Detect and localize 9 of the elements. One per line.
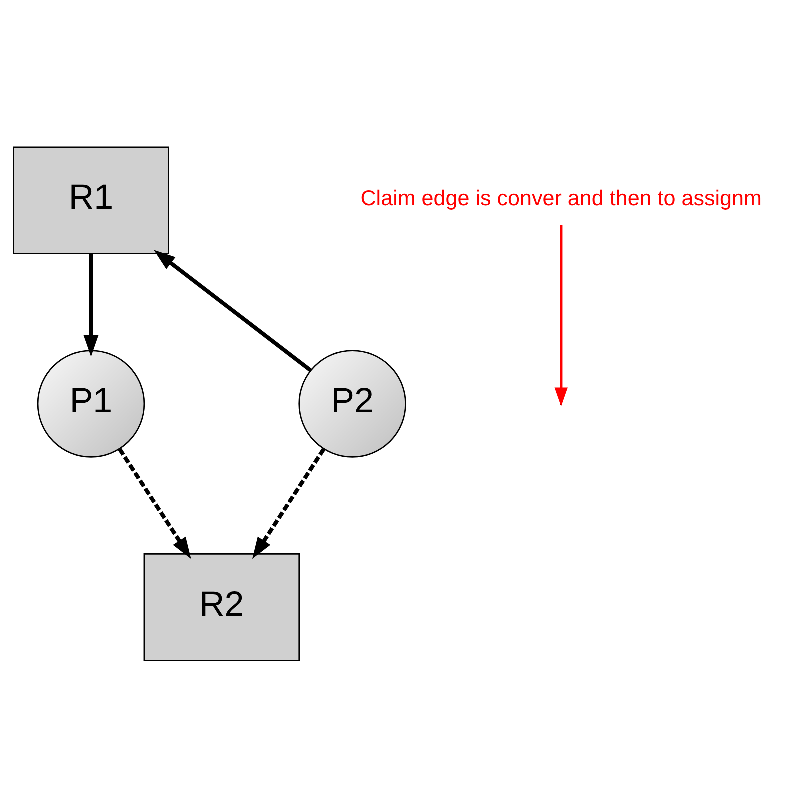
node-text: Claim edge is conver and then to assignm: [360, 186, 762, 211]
arrow: [154, 250, 312, 372]
node-box: R2: [144, 554, 300, 662]
arrow: [84, 254, 99, 357]
node-circle: P1: [37, 350, 146, 458]
arrow: [252, 448, 326, 560]
arrow: [118, 448, 192, 560]
node-circle: P2: [298, 350, 406, 458]
node-box: R1: [13, 146, 170, 254]
